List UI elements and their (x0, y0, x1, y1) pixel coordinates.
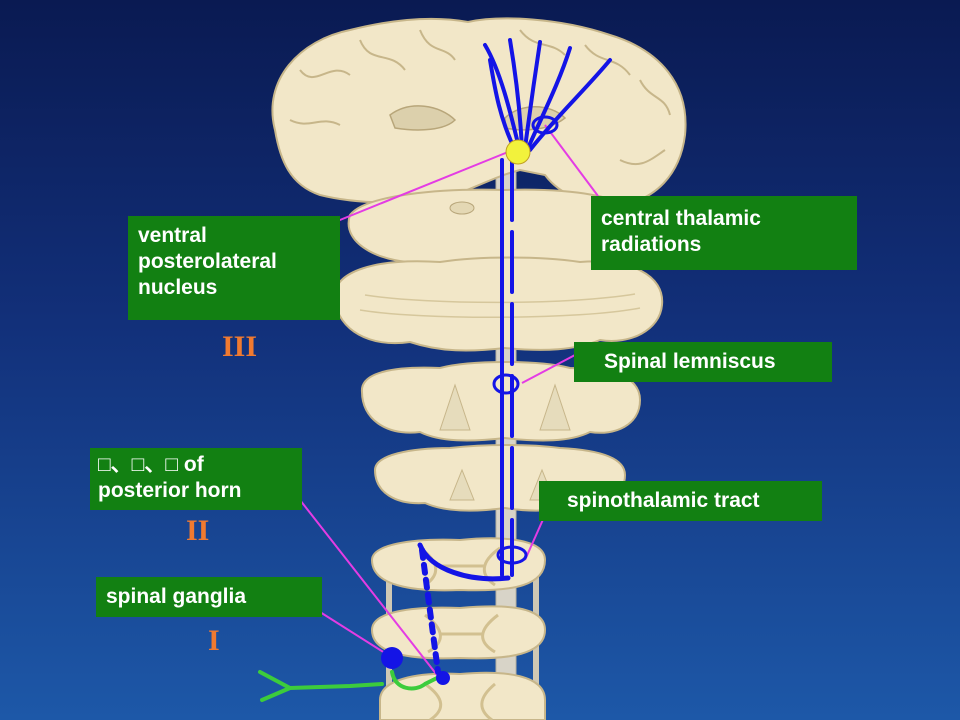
vpl-line-1: ventral (138, 224, 207, 247)
spinal-segment-cervical (370, 537, 547, 592)
neuron-third-numeral: III (222, 330, 258, 363)
second-neuron-axon (419, 547, 441, 675)
leader-vpl (334, 151, 509, 223)
laminae-line-1: □、□、□ of (98, 453, 204, 476)
leader-ganglia (319, 611, 389, 656)
cerebrum-section (271, 17, 687, 207)
medulla-pyramids (439, 383, 571, 431)
label-ganglia: spinal ganglia (96, 577, 322, 617)
pons-section (333, 256, 664, 352)
vpl-line-3: nucleus (138, 276, 218, 299)
laminae-line-2: posterior horn (98, 479, 242, 502)
leader-spinothalamic (524, 514, 546, 561)
spinal-lemniscus-text: Spinal lemniscus (604, 350, 776, 373)
leader-lines (299, 124, 599, 676)
label-laminae: □、□、□ of posterior horn (90, 448, 302, 510)
neuron-first-numeral: I (208, 624, 220, 657)
central-thalamic-line-2: radiations (601, 233, 702, 256)
leader-laminae (299, 499, 438, 676)
gray-matter-lumbar (424, 682, 496, 720)
neuron-second-numeral: II (186, 514, 210, 547)
label-spinothalamic: spinothalamic tract (539, 481, 822, 521)
peripheral-nerve (258, 670, 439, 702)
ganglia-text: spinal ganglia (106, 585, 247, 608)
vpl-line-2: posterolateral (138, 250, 277, 273)
thalamic-nucleus (505, 139, 531, 165)
ganglion-cell (381, 647, 403, 669)
label-vpl: ventral posterolateral nucleus (128, 216, 340, 320)
label-central-thalamic: central thalamic radiations (591, 196, 857, 270)
leader-central-thalamic (544, 124, 599, 197)
radiation-loop (531, 115, 559, 135)
spinal-segment-lumbar (379, 671, 546, 720)
spinothalamic-text: spinothalamic tract (567, 489, 760, 512)
leader-spinal-lemniscus (521, 354, 576, 384)
midbrain-aqueduct (449, 201, 475, 215)
lemniscus-loop (492, 373, 520, 395)
tract-loop (496, 545, 528, 565)
central-thalamic-line-1: central thalamic (601, 207, 761, 230)
label-spinal-lemniscus: Spinal lemniscus (574, 342, 832, 382)
posterior-horn-cell (436, 671, 450, 685)
spinal-segment-thoracic (370, 605, 547, 660)
